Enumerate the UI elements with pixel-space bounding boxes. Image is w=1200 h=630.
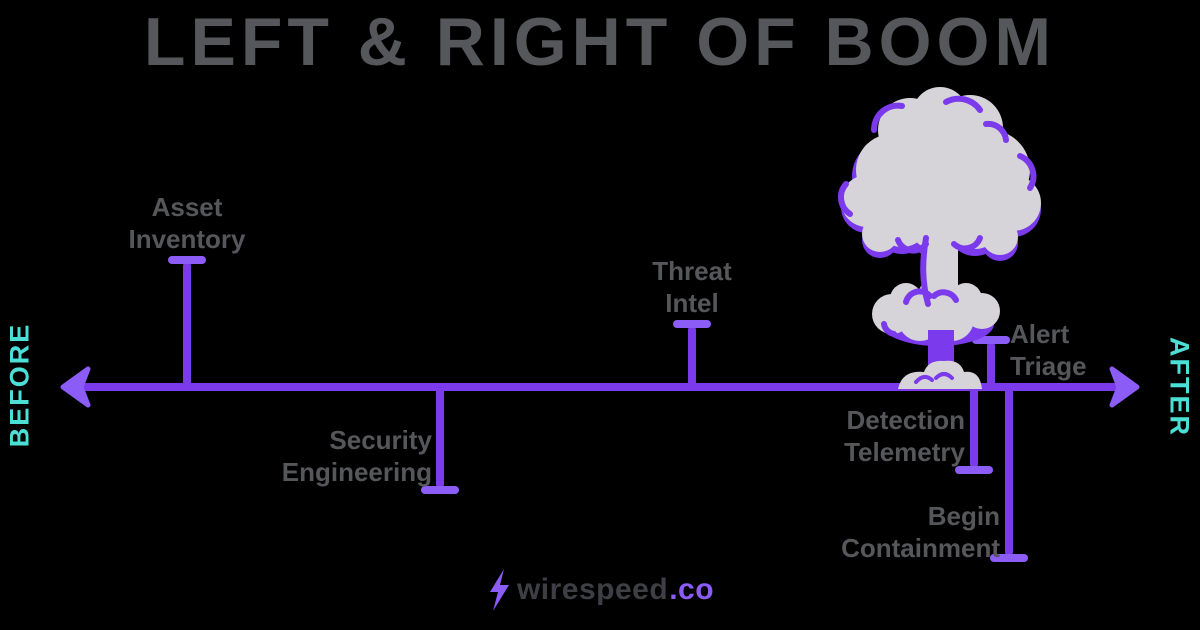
tick-detection-telemetry: [955, 383, 993, 474]
page-title: LEFT & RIGHT OF BOOM: [143, 4, 1057, 80]
brand-tld: .co: [669, 573, 715, 606]
brand-name: wirespeed: [516, 573, 669, 606]
event-label-threat-intel: Threat Intel: [652, 256, 732, 318]
event-label-detection-telemetry: Detection Telemetry: [844, 405, 965, 467]
tick-threat-intel: [673, 320, 711, 391]
lightning-bolt-icon: [489, 569, 509, 611]
event-label-alert-triage: Alert Triage: [1010, 319, 1087, 381]
tick-alert-triage: [972, 336, 1010, 391]
tick-security-engineering: [421, 383, 459, 494]
mushroom-cloud-icon: [837, 87, 1041, 389]
brand-logo: wirespeed.co: [0, 568, 1200, 612]
left-arrowhead-icon: [60, 366, 91, 408]
right-arrowhead-icon: [1109, 366, 1140, 408]
tick-asset-inventory: [168, 256, 206, 391]
tick-begin-containment: [990, 383, 1028, 562]
event-label-security-engineering: Security Engineering: [281, 425, 432, 487]
event-label-asset-inventory: Asset Inventory: [128, 192, 246, 254]
event-label-begin-containment: Begin Containment: [841, 501, 1000, 563]
